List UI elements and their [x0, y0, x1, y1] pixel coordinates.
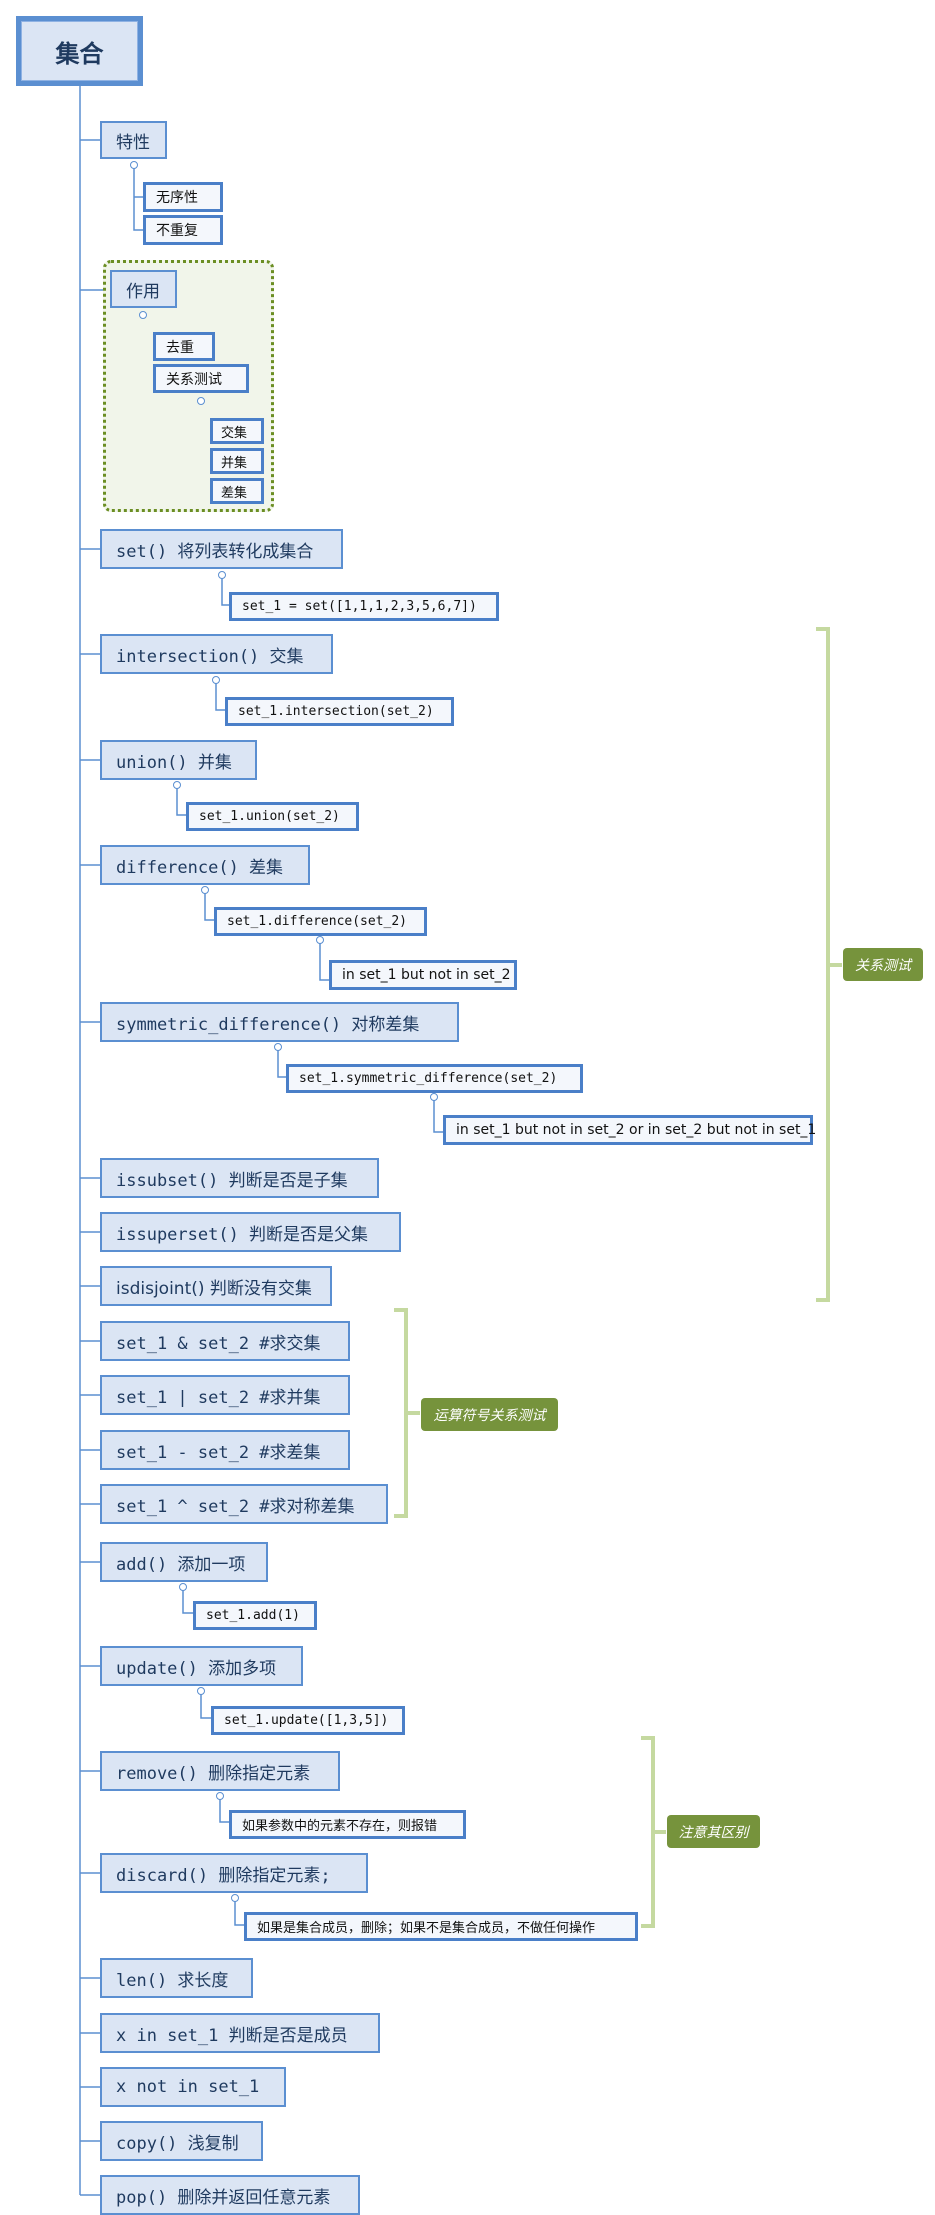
- feature-unique[interactable]: 不重复: [143, 215, 223, 245]
- example-union[interactable]: set_1.union(set_2): [186, 802, 359, 831]
- summary-operator-test[interactable]: 运算符号关系测试: [421, 1398, 558, 1431]
- collapse-toggle[interactable]: [130, 161, 138, 169]
- method-copy[interactable]: copy() 浅复制: [100, 2121, 263, 2161]
- method-update[interactable]: update() 添加多项: [100, 1646, 303, 1686]
- example-difference[interactable]: set_1.difference(set_2): [214, 907, 427, 936]
- method-intersection[interactable]: intersection() 交集: [100, 634, 333, 674]
- example-intersection[interactable]: set_1.intersection(set_2): [225, 697, 454, 726]
- operator-sub[interactable]: set_1 - set_2 #求差集: [100, 1430, 350, 1470]
- collapse-toggle[interactable]: [197, 397, 205, 405]
- root-topic[interactable]: 集合: [16, 16, 143, 86]
- method-union[interactable]: union() 并集: [100, 740, 257, 780]
- collapse-toggle[interactable]: [173, 781, 181, 789]
- example-update[interactable]: set_1.update([1,3,5]): [211, 1706, 405, 1735]
- method-len[interactable]: len() 求长度: [100, 1958, 253, 1998]
- summary-note-difference[interactable]: 注意其区别: [667, 1815, 760, 1848]
- collapse-toggle[interactable]: [218, 571, 226, 579]
- use-dedupe[interactable]: 去重: [153, 332, 215, 361]
- operator-xor[interactable]: set_1 ^ set_2 #求对称差集: [100, 1484, 388, 1524]
- collapse-toggle[interactable]: [316, 936, 324, 944]
- collapse-toggle[interactable]: [197, 1687, 205, 1695]
- method-pop[interactable]: pop() 删除并返回任意元素: [100, 2175, 360, 2215]
- method-isdisjoint[interactable]: isdisjoint() 判断没有交集: [100, 1266, 332, 1306]
- method-set[interactable]: set() 将列表转化成集合: [100, 529, 343, 569]
- op-union[interactable]: 并集: [210, 448, 264, 474]
- collapse-toggle[interactable]: [231, 1894, 239, 1902]
- collapse-toggle[interactable]: [179, 1583, 187, 1591]
- note-discard[interactable]: 如果是集合成员，删除；如果不是集合成员，不做任何操作: [244, 1912, 638, 1941]
- op-difference[interactable]: 差集: [210, 478, 264, 504]
- operator-or[interactable]: set_1 | set_2 #求并集: [100, 1375, 350, 1415]
- method-issubset[interactable]: issubset() 判断是否是子集: [100, 1158, 379, 1198]
- method-add[interactable]: add() 添加一项: [100, 1542, 268, 1582]
- method-symmetric-difference[interactable]: symmetric_difference() 对称差集: [100, 1002, 459, 1042]
- collapse-toggle[interactable]: [212, 676, 220, 684]
- collapse-toggle[interactable]: [216, 1792, 224, 1800]
- collapse-toggle[interactable]: [430, 1093, 438, 1101]
- summary-relation-test[interactable]: 关系测试: [843, 948, 923, 981]
- method-remove[interactable]: remove() 删除指定元素: [100, 1751, 340, 1791]
- collapse-toggle[interactable]: [201, 886, 209, 894]
- feature-unordered[interactable]: 无序性: [143, 182, 223, 212]
- note-remove[interactable]: 如果参数中的元素不存在，则报错: [229, 1810, 466, 1839]
- op-intersection[interactable]: 交集: [210, 418, 264, 444]
- method-discard[interactable]: discard() 删除指定元素;: [100, 1853, 368, 1893]
- note-symmetric-difference[interactable]: in set_1 but not in set_2 or in set_2 bu…: [443, 1115, 816, 1145]
- operator-and[interactable]: set_1 & set_2 #求交集: [100, 1321, 350, 1361]
- example-set[interactable]: set_1 = set([1,1,1,2,3,5,6,7]): [229, 592, 499, 621]
- example-add[interactable]: set_1.add(1): [193, 1601, 317, 1630]
- topic-features[interactable]: 特性: [100, 121, 167, 159]
- method-not-in[interactable]: x not in set_1: [100, 2067, 286, 2107]
- collapse-toggle[interactable]: [139, 311, 147, 319]
- topic-uses[interactable]: 作用: [110, 270, 177, 308]
- method-difference[interactable]: difference() 差集: [100, 845, 310, 885]
- method-in[interactable]: x in set_1 判断是否是成员: [100, 2013, 380, 2053]
- collapse-toggle[interactable]: [274, 1043, 282, 1051]
- example-symmetric-difference[interactable]: set_1.symmetric_difference(set_2): [286, 1064, 583, 1093]
- method-issuperset[interactable]: issuperset() 判断是否是父集: [100, 1212, 401, 1252]
- use-relation-test[interactable]: 关系测试: [153, 364, 249, 393]
- note-difference[interactable]: in set_1 but not in set_2: [329, 960, 517, 990]
